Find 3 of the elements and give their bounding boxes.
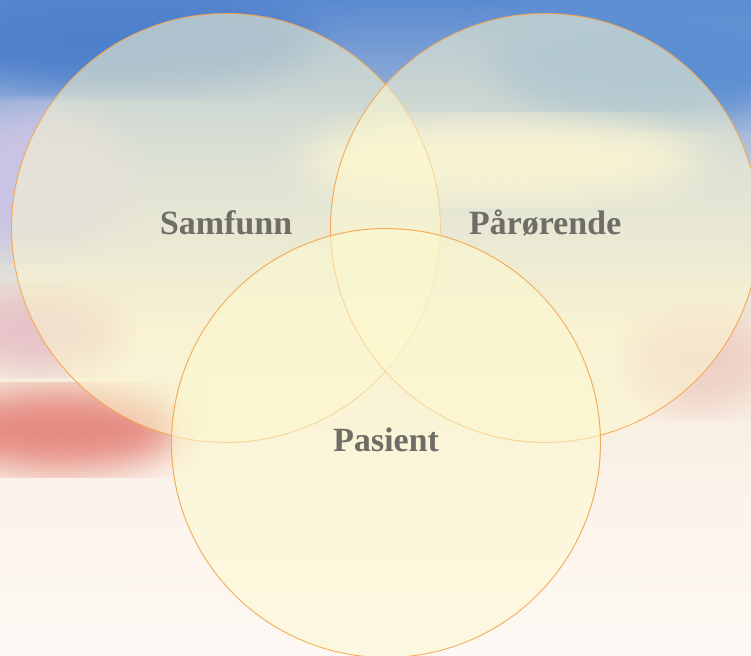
circle-label: Samfunn xyxy=(160,205,292,243)
circle-label: Pårørende xyxy=(468,205,622,243)
circle-label: Pasient xyxy=(333,422,439,460)
